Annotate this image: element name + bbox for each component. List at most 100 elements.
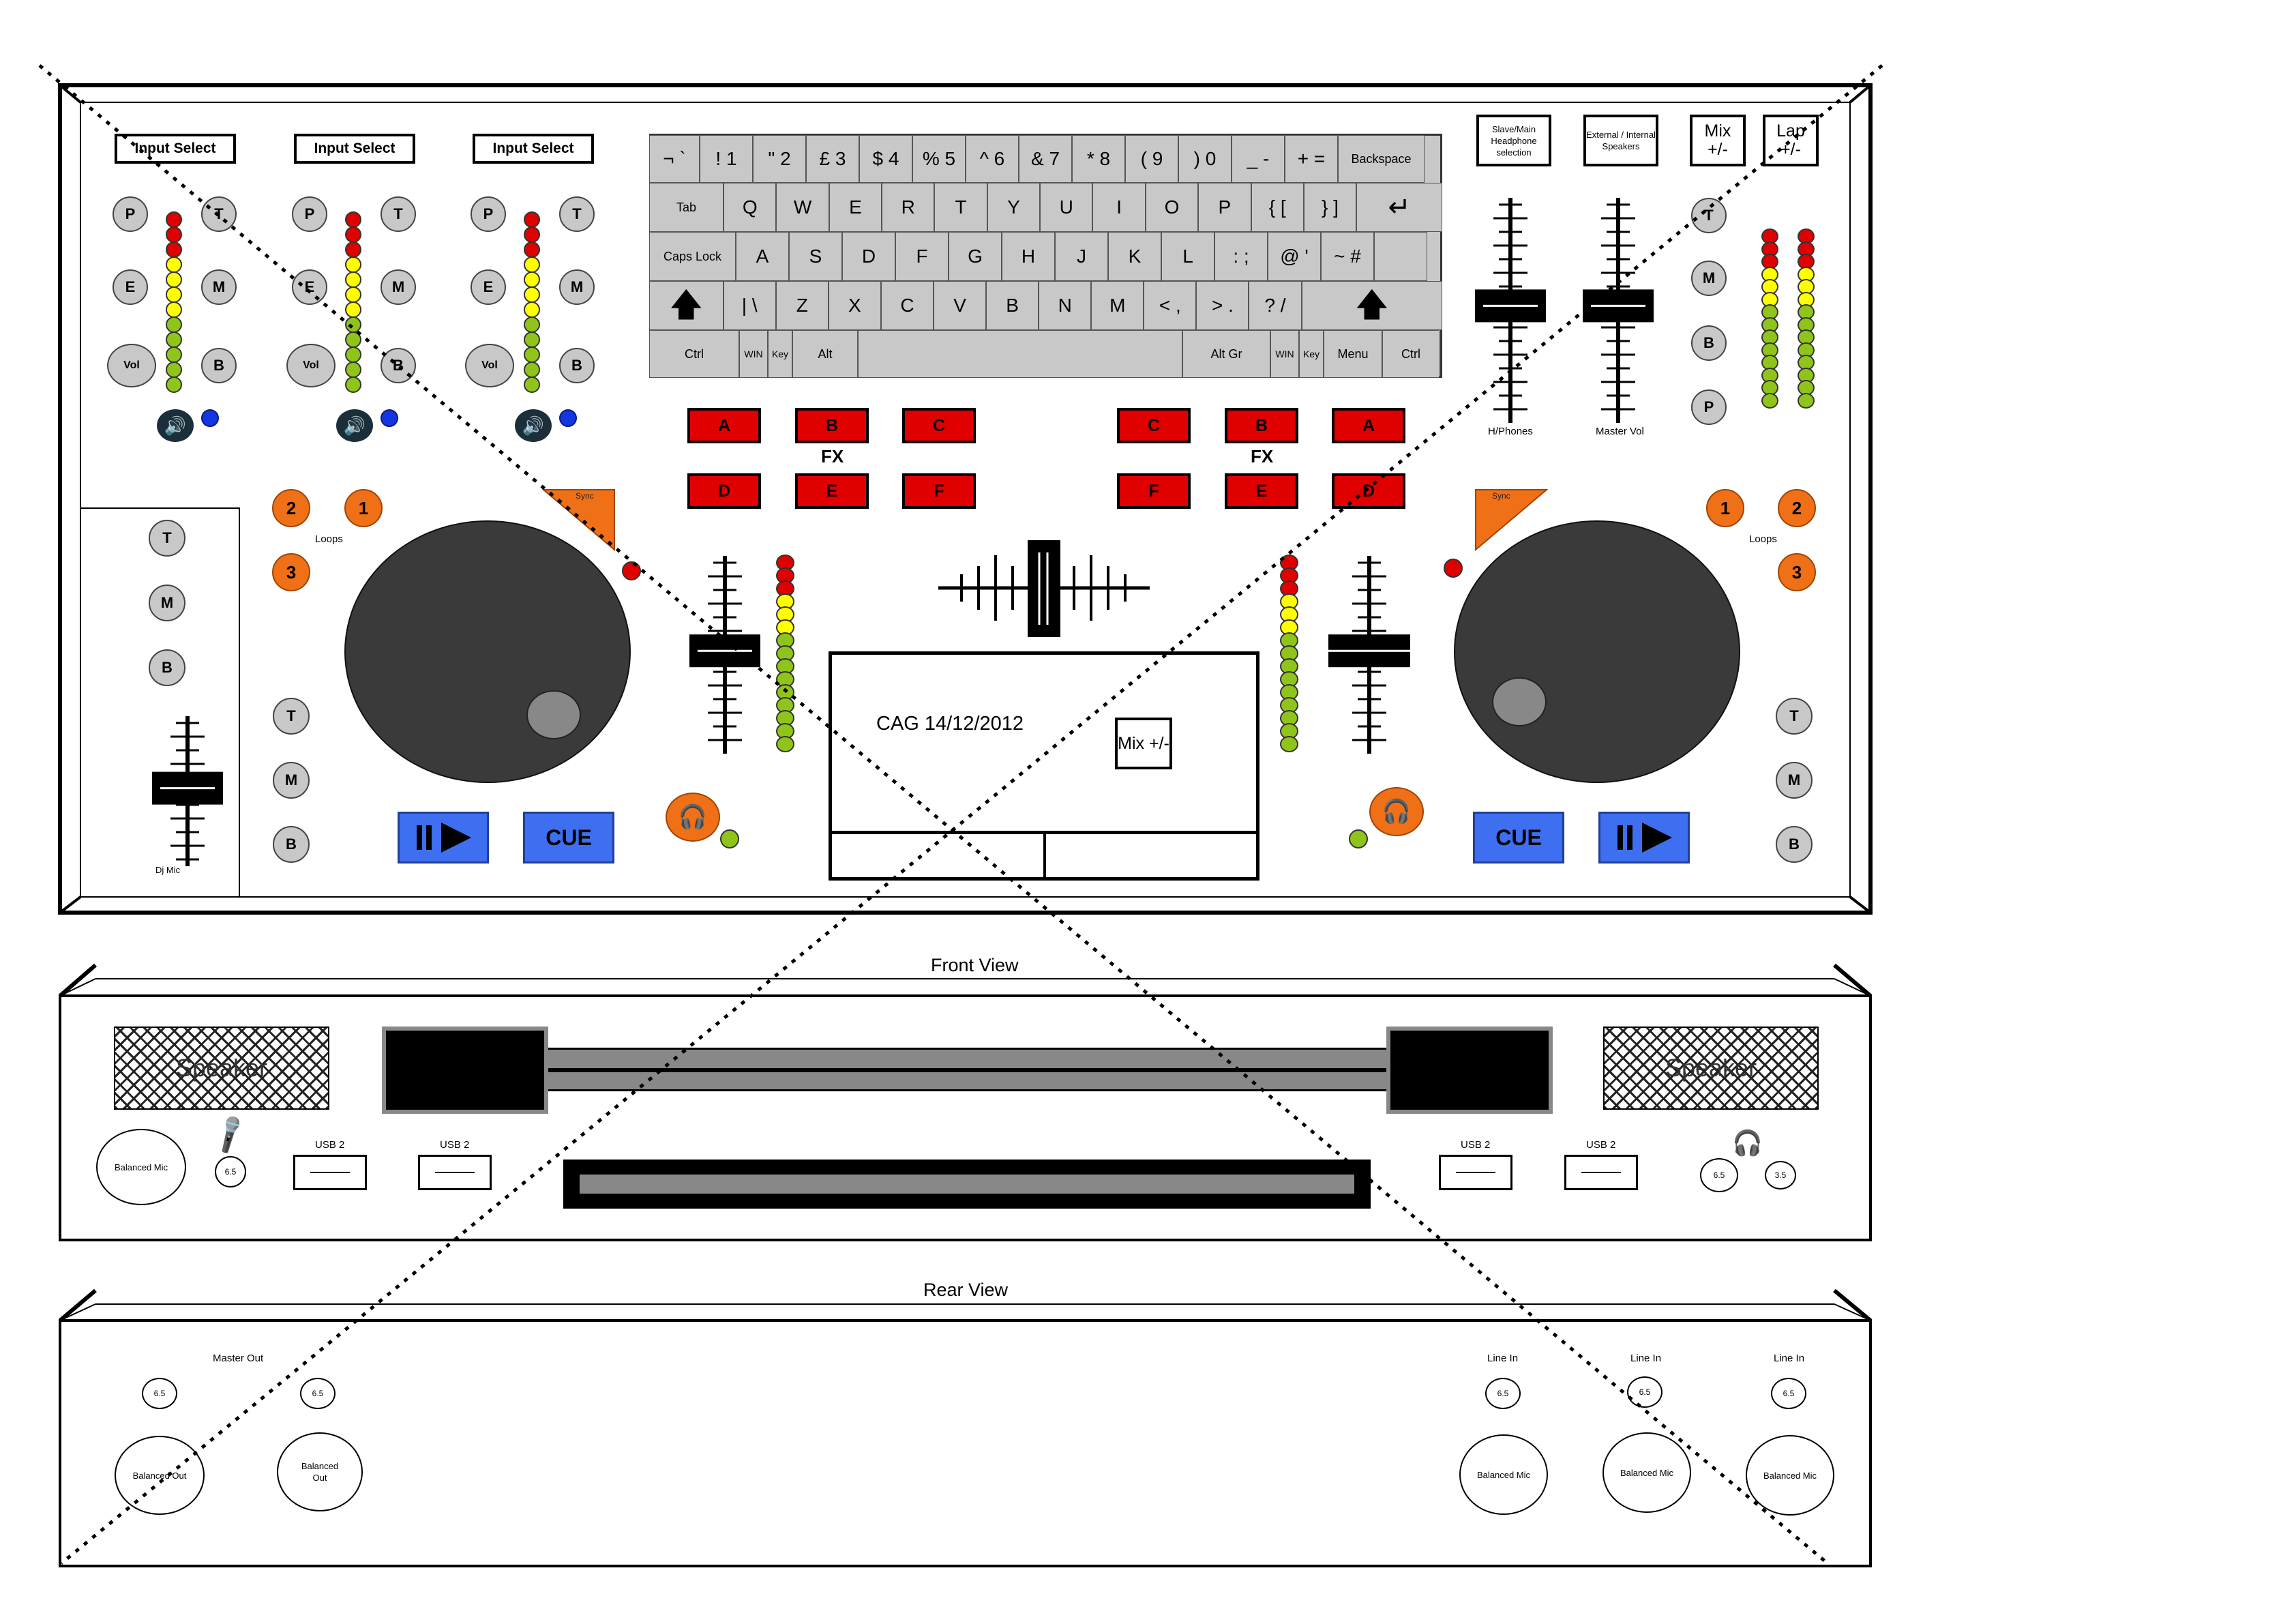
crossfader[interactable] — [934, 539, 1152, 641]
ch1-knob-vol[interactable]: Vol — [107, 344, 156, 387]
input-select-1[interactable]: Input Select — [115, 134, 236, 164]
key-m[interactable]: M — [1091, 281, 1144, 330]
fx-left-f[interactable]: F — [902, 473, 976, 509]
usb-port-3[interactable] — [1439, 1155, 1512, 1190]
key-slash[interactable]: ? / — [1249, 281, 1302, 330]
deck-left-knob-t[interactable]: T — [273, 698, 310, 735]
key-f[interactable]: F — [895, 232, 949, 281]
line-in-jack-65-2[interactable]: 6.5 — [1627, 1376, 1663, 1408]
key-h[interactable]: H — [1002, 232, 1055, 281]
key-p[interactable]: P — [1198, 183, 1251, 232]
key-n[interactable]: N — [1039, 281, 1092, 330]
headphone-cue-right[interactable]: 🎧 — [1369, 787, 1424, 836]
deck-right-knob-b[interactable]: B — [1776, 826, 1813, 863]
key-r[interactable]: R — [882, 183, 935, 232]
key-i[interactable]: I — [1092, 183, 1146, 232]
ch2-speaker-icon[interactable]: 🔊 — [336, 409, 373, 442]
key-left-win-key[interactable]: Key — [768, 330, 792, 378]
key-k[interactable]: K — [1108, 232, 1161, 281]
key-equals[interactable]: + = — [1285, 135, 1338, 183]
key-left-win[interactable]: WIN — [739, 330, 768, 378]
slave-main-headphone-button[interactable]: Slave/Main Headphone selection — [1476, 115, 1551, 166]
loop-right-3[interactable]: 3 — [1778, 553, 1816, 591]
rear-balanced-mic-1[interactable]: Balanced Mic — [1459, 1434, 1548, 1515]
key-left-brace[interactable]: { [ — [1251, 183, 1304, 232]
key-4[interactable]: $ 4 — [859, 135, 912, 183]
key-j[interactable]: J — [1055, 232, 1108, 281]
front-headphone-jack-35[interactable]: 3.5 — [1765, 1161, 1796, 1190]
loop-left-2[interactable]: 2 — [272, 489, 310, 527]
ch3-knob-m[interactable]: M — [559, 269, 595, 305]
fx-left-e[interactable]: E — [795, 473, 869, 509]
key-z[interactable]: Z — [775, 281, 829, 330]
key-v[interactable]: V — [934, 281, 987, 330]
ch3-knob-vol[interactable]: Vol — [465, 344, 514, 387]
balanced-out-right[interactable]: Balanced Out — [277, 1432, 363, 1511]
key-s[interactable]: S — [789, 232, 842, 281]
lap-button[interactable]: Lap +/- — [1763, 115, 1819, 166]
line-in-jack-65-3[interactable]: 6.5 — [1771, 1378, 1806, 1409]
ch2-knob-t[interactable]: T — [381, 196, 416, 232]
key-d[interactable]: D — [842, 232, 895, 281]
key-right-brace[interactable]: } ] — [1303, 183, 1357, 232]
cue-right-button[interactable]: CUE — [1473, 812, 1564, 863]
master-out-jack-65-left[interactable]: 6.5 — [142, 1378, 177, 1409]
fx-left-a[interactable]: A — [687, 408, 761, 443]
key-right-shift[interactable]: 🡅 — [1301, 281, 1443, 330]
key-enter[interactable]: ↵ — [1356, 183, 1443, 232]
key-right-ctrl[interactable]: Ctrl — [1382, 330, 1440, 378]
input-select-3[interactable]: Input Select — [473, 134, 594, 164]
headphone-cue-left[interactable]: 🎧 — [666, 793, 720, 842]
loop-left-3[interactable]: 3 — [272, 553, 310, 591]
line-in-jack-65-1[interactable]: 6.5 — [1485, 1378, 1521, 1409]
key-a[interactable]: A — [736, 232, 789, 281]
key-caps-lock[interactable]: Caps Lock — [649, 232, 736, 281]
usb-port-4[interactable] — [1564, 1155, 1638, 1190]
key-period[interactable]: > . — [1196, 281, 1249, 330]
key-u[interactable]: U — [1040, 183, 1093, 232]
deck-left-channel-fader[interactable] — [684, 556, 766, 754]
fx-right-f[interactable]: F — [1117, 473, 1191, 509]
key-t[interactable]: T — [934, 183, 987, 232]
rear-balanced-mic-2[interactable]: Balanced Mic — [1602, 1432, 1691, 1513]
ch1-knob-b[interactable]: B — [201, 348, 237, 383]
key-comma[interactable]: < , — [1144, 281, 1197, 330]
fx-right-d[interactable]: D — [1332, 473, 1405, 509]
key-backslash[interactable]: | \ — [723, 281, 776, 330]
key-q[interactable]: Q — [724, 183, 777, 232]
fx-left-b[interactable]: B — [795, 408, 869, 443]
key-minus[interactable]: _ - — [1232, 135, 1285, 183]
ch3-knob-t[interactable]: T — [559, 196, 595, 232]
key-l[interactable]: L — [1161, 232, 1214, 281]
key-e[interactable]: E — [829, 183, 882, 232]
key-semicolon[interactable]: : ; — [1214, 232, 1268, 281]
ch2-knob-p[interactable]: P — [292, 196, 327, 232]
key-3[interactable]: £ 3 — [806, 135, 859, 183]
key-menu[interactable]: Menu — [1324, 330, 1382, 378]
play-pause-left-button[interactable] — [398, 812, 489, 863]
master-knob-b[interactable]: B — [1691, 325, 1727, 361]
key-y[interactable]: Y — [987, 183, 1041, 232]
master-knob-t[interactable]: T — [1691, 198, 1727, 233]
ch1-knob-t[interactable]: T — [201, 196, 237, 232]
usb-port-1[interactable] — [293, 1155, 367, 1190]
ch3-knob-e[interactable]: E — [471, 269, 506, 305]
master-knob-m[interactable]: M — [1691, 261, 1727, 296]
key-2[interactable]: " 2 — [753, 135, 806, 183]
front-balanced-mic-jack[interactable]: Balanced Mic — [96, 1129, 186, 1205]
deck-right-knob-m[interactable]: M — [1776, 762, 1813, 799]
ch1-knob-m[interactable]: M — [201, 269, 237, 305]
key-9[interactable]: ( 9 — [1125, 135, 1178, 183]
mic-knob-b[interactable]: B — [149, 649, 185, 686]
fx-right-a[interactable]: A — [1332, 408, 1405, 443]
deck-left-knob-m[interactable]: M — [273, 762, 310, 799]
key-7[interactable]: & 7 — [1019, 135, 1072, 183]
deck-right-knob-t[interactable]: T — [1776, 698, 1813, 735]
fx-left-d[interactable]: D — [687, 473, 761, 509]
key-o[interactable]: O — [1145, 183, 1199, 232]
key-right-win-key[interactable]: Key — [1299, 330, 1324, 378]
key-quote[interactable]: @ ' — [1268, 232, 1321, 281]
key-w[interactable]: W — [776, 183, 829, 232]
mic-knob-m[interactable]: M — [149, 585, 185, 621]
ch2-knob-m[interactable]: M — [381, 269, 416, 305]
